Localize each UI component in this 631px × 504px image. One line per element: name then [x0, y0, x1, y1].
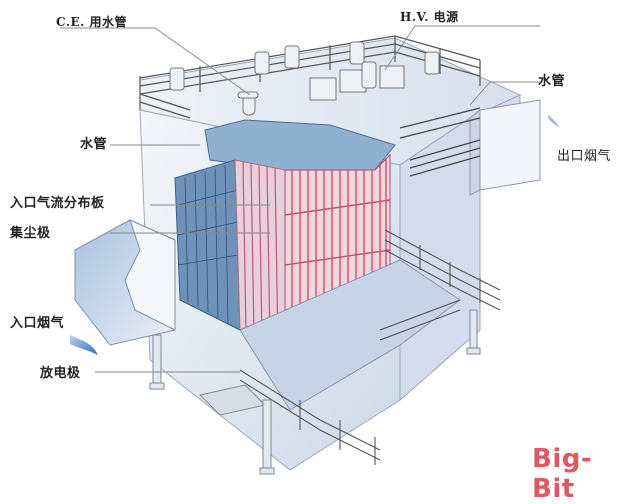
label-ce-water-pipe: C.E. 用水管	[56, 15, 128, 29]
walkways	[239, 229, 501, 465]
precipitator-diagram: C.E. 用水管 H.V. 电源 水管 水管 出口烟气 入口气流分布板 集尘极 …	[10, 10, 612, 504]
inlet-duct	[74, 219, 176, 346]
inlet-gas-arrow	[70, 335, 98, 355]
label-hv-power: H.V. 电源	[400, 10, 459, 24]
hopper	[199, 259, 461, 416]
leader-lines	[60, 25, 540, 373]
label-water-pipe-right: 水管	[538, 74, 566, 89]
insulator-housings	[169, 41, 440, 116]
watermark-logo: Big-Bit	[532, 444, 593, 504]
label-collecting-electrode: 集尘极	[10, 226, 51, 241]
label-inlet-distribution-plate: 入口气流分布板	[10, 196, 105, 211]
outlet-gas-arrow	[548, 115, 560, 128]
label-outlet-flue-gas: 出口烟气	[557, 149, 612, 164]
label-inlet-flue-gas: 入口烟气	[10, 316, 65, 331]
diagram-illustration	[60, 25, 560, 475]
support-legs	[149, 309, 481, 475]
label-discharge-electrode: 放电极	[40, 366, 81, 381]
label-water-pipe-left: 水管	[80, 137, 108, 152]
